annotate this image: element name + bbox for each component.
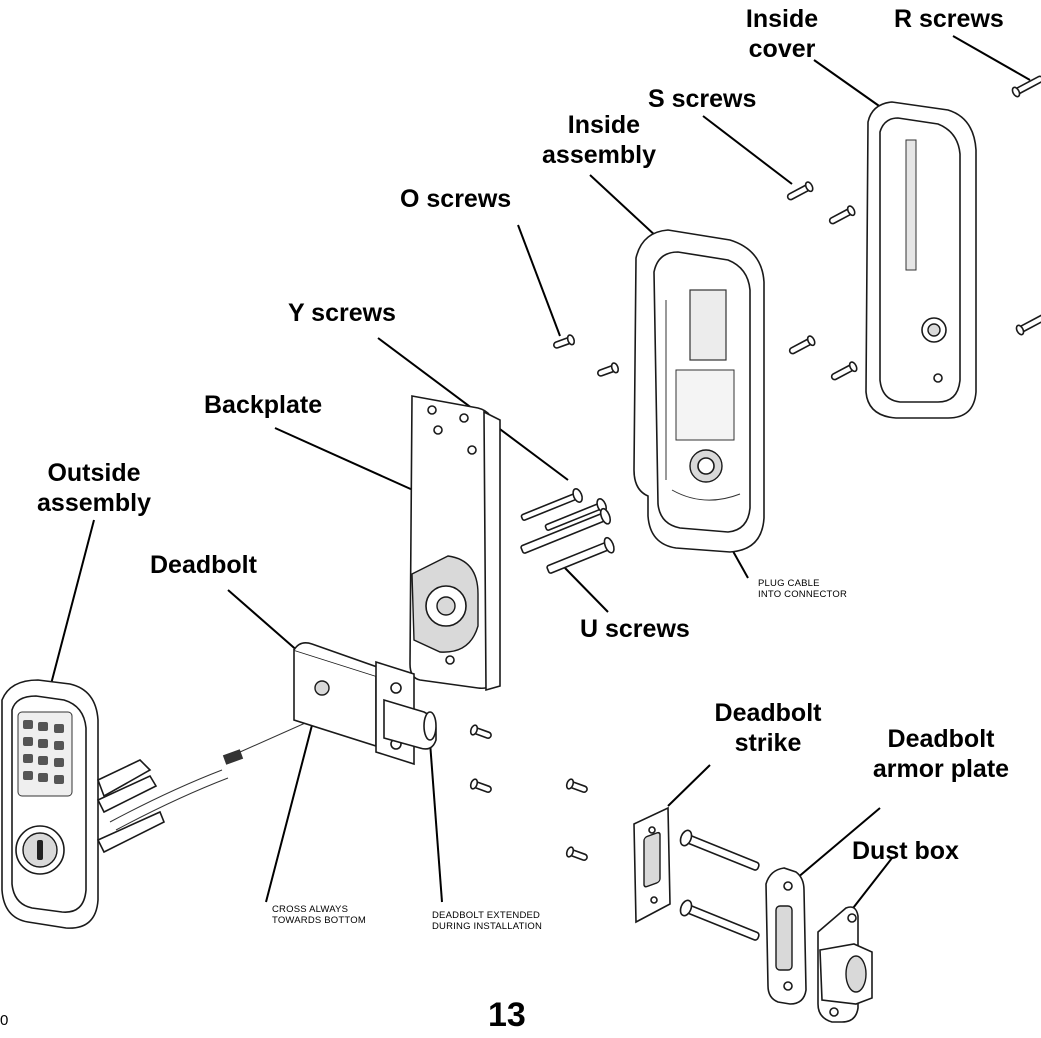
keyhole-icon: [15, 825, 65, 875]
screw-icon: [565, 778, 588, 793]
deadbolt-part: [293, 642, 437, 766]
label-deadbolt-armor-plate: Deadbolt armor plate: [872, 725, 1010, 783]
screw-icon: [679, 829, 760, 871]
label-inside-assembly: Inside assembly: [542, 111, 656, 169]
screw-icon: [1015, 313, 1041, 336]
label-inside-cover: Inside cover: [745, 5, 819, 63]
screw-icon: [679, 899, 760, 941]
deadbolt-armor-plate-part: [765, 867, 807, 1005]
label-o-screws: O screws: [400, 185, 512, 213]
screw-icon: [788, 335, 816, 355]
screw-icon: [469, 724, 492, 739]
screw-icon: [546, 536, 615, 574]
s-screws: [786, 181, 858, 381]
label-y-screws: Y screws: [288, 299, 396, 327]
o-screws: [553, 334, 620, 377]
screw-icon: [597, 362, 620, 377]
screw-icon: [786, 181, 814, 201]
screw-icon: [520, 507, 612, 554]
backplate-part: [409, 395, 501, 692]
strike-screws: [469, 724, 588, 861]
inside-cover-part: [865, 101, 977, 419]
label-deadbolt-strike: Deadbolt strike: [714, 699, 822, 757]
label-s-screws: S screws: [648, 85, 757, 113]
long-strike-screws: [679, 829, 760, 941]
corner-mark: 0: [0, 1012, 9, 1029]
note-plug-cable: PLUG CABLE INTO CONNECTOR: [758, 578, 848, 600]
r-screws: [1011, 75, 1041, 336]
deadbolt-strike-part: [633, 806, 671, 924]
lock-keypad-icon: [17, 711, 73, 797]
inside-assembly-part: [633, 229, 765, 553]
screw-icon: [1011, 75, 1041, 98]
screw-icon: [565, 846, 588, 861]
label-r-screws: R screws: [894, 5, 1004, 33]
page-number: 13: [488, 996, 526, 1034]
label-backplate: Backplate: [204, 391, 323, 419]
screw-icon: [553, 334, 576, 349]
y-screws: [520, 488, 607, 531]
label-deadbolt: Deadbolt: [150, 551, 257, 579]
screw-icon: [520, 488, 583, 521]
label-u-screws: U screws: [580, 615, 690, 643]
deadbolt-latch-icon: [293, 642, 437, 766]
note-cross-always: CROSS ALWAYS TOWARDS BOTTOM: [272, 904, 366, 926]
label-dust-box: Dust box: [852, 837, 959, 865]
screw-icon: [544, 498, 607, 531]
dust-box-part: [817, 906, 873, 1023]
u-screws: [520, 507, 615, 574]
screw-icon: [828, 205, 856, 225]
outside-assembly-part: [1, 679, 244, 929]
note-deadbolt-extended: DEADBOLT EXTENDED DURING INSTALLATION: [432, 910, 543, 932]
label-outside-assembly: Outside assembly: [37, 459, 151, 517]
screw-icon: [469, 778, 492, 793]
screw-icon: [830, 361, 858, 381]
